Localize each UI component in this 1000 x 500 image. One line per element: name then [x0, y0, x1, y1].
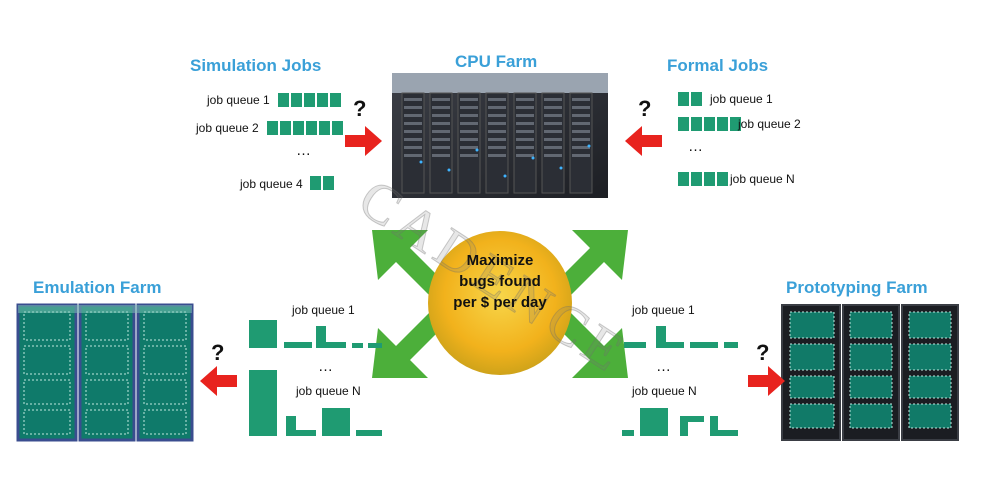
- emulation-q1-block: [352, 343, 363, 348]
- formal-queue-ellipsis: …: [688, 138, 704, 155]
- emulation-qn-block: [322, 408, 350, 436]
- cpu-farm-image: [392, 73, 608, 198]
- emulation-q1-block: [326, 342, 346, 348]
- prototyping-farm-image: [781, 304, 959, 441]
- sim-queue-ellipsis: …: [296, 142, 312, 159]
- emulation-q1-block: [316, 326, 326, 348]
- goal-line-1: Maximize: [466, 252, 534, 269]
- goal-line-2: bugs found: [459, 273, 541, 290]
- formal-queue-n-blocks: [678, 172, 728, 186]
- formal-question-mark: ?: [638, 96, 652, 121]
- emulation-qn-block: [249, 370, 277, 436]
- prototyping-q1-block: [724, 342, 738, 348]
- emulation-q1-block: [368, 343, 382, 348]
- emulation-farm-title: Emulation Farm: [33, 278, 162, 297]
- emulation-question-mark: ?: [211, 340, 225, 365]
- arrow-to-emulation: [200, 366, 237, 396]
- goal-text: Maximize bugs found per $ per day: [430, 250, 570, 313]
- center-arrows: [372, 230, 628, 378]
- prototyping-q1-block: [624, 342, 646, 348]
- formal-queue-2-label: job queue 2: [738, 117, 801, 131]
- sim-queue-4-blocks: [310, 176, 334, 190]
- prototyping-qn-block: [680, 416, 704, 422]
- sim-queue-1-blocks: [278, 93, 341, 107]
- prototyping-qn-block: [680, 416, 688, 436]
- prototyping-queue-ellipsis: …: [656, 358, 672, 375]
- prototyping-q1-block: [666, 342, 684, 348]
- goal-circle: [428, 231, 572, 375]
- formal-queue-1-blocks: [678, 92, 702, 106]
- prototyping-question-mark: ?: [756, 340, 770, 365]
- emulation-queue-n-label: job queue N: [296, 384, 361, 398]
- emulation-qn-block: [356, 430, 382, 436]
- sim-queue-4-label: job queue 4: [240, 177, 303, 191]
- formal-queue-n-label: job queue N: [730, 172, 795, 186]
- formal-queue-2-blocks: [678, 117, 741, 131]
- emulation-qn-block: [286, 416, 296, 436]
- prototyping-qn-block: [640, 408, 668, 436]
- sim-queue-2-label: job queue 2: [196, 121, 259, 135]
- prototyping-queue-1-label: job queue 1: [632, 303, 695, 317]
- prototyping-farm-title: Prototyping Farm: [786, 278, 928, 297]
- sim-question-mark: ?: [353, 96, 367, 121]
- emulation-queue-ellipsis: …: [318, 358, 334, 375]
- formal-jobs-title: Formal Jobs: [667, 56, 769, 75]
- arrow-to-cpu-right: [625, 126, 662, 156]
- emulation-queue-1-label: job queue 1: [292, 303, 355, 317]
- arrow-to-cpu-left: [345, 126, 382, 156]
- emulation-q1-block: [284, 342, 312, 348]
- arrow-to-prototyping: [748, 366, 785, 396]
- prototyping-qn-block: [622, 430, 634, 436]
- emulation-q1-block: [249, 320, 277, 348]
- cpu-farm-title: CPU Farm: [455, 52, 538, 71]
- prototyping-q1-block: [690, 342, 718, 348]
- formal-queue-1-label: job queue 1: [710, 92, 773, 106]
- simulation-jobs-title: Simulation Jobs: [190, 56, 322, 75]
- sim-queue-1-label: job queue 1: [207, 93, 270, 107]
- emulation-qn-block: [296, 430, 316, 436]
- prototyping-qn-block: [710, 430, 738, 436]
- emulation-farm-image: [16, 303, 194, 442]
- sim-queue-2-blocks: [267, 121, 343, 135]
- goal-line-3: per $ per day: [453, 294, 547, 311]
- prototyping-q1-block: [656, 326, 666, 348]
- prototyping-queue-n-label: job queue N: [632, 384, 697, 398]
- prototyping-qn-block: [710, 416, 718, 436]
